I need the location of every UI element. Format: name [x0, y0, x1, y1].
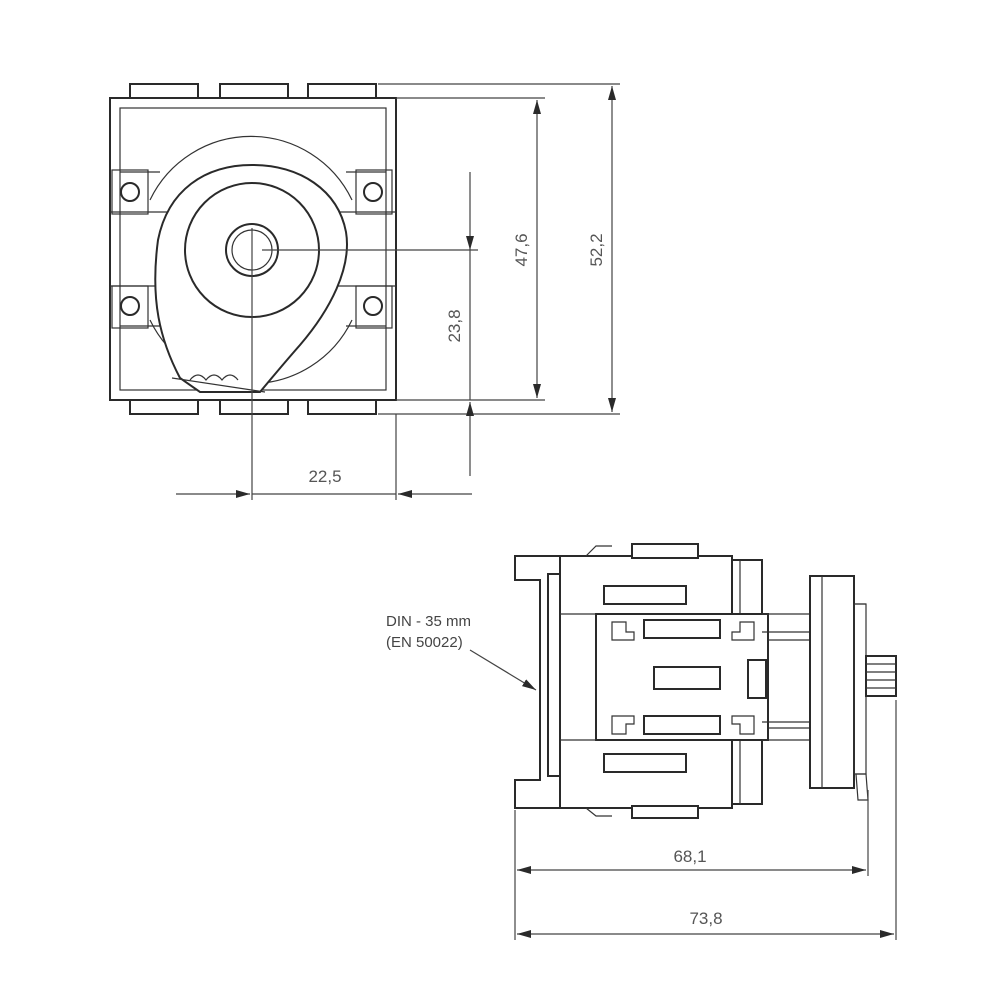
dimension-52-2: 52,2 [587, 86, 616, 412]
side-view [514, 543, 897, 819]
dimension-73-8: 73,8 [517, 909, 894, 938]
front-view-extension-lines [378, 83, 620, 500]
dimension-22-5: 22,5 [176, 467, 472, 498]
dimension-47-6: 47,6 [512, 100, 541, 398]
dimension-label-47-6: 47,6 [512, 233, 531, 266]
front-view [109, 83, 478, 500]
dimension-label-22-5: 22,5 [308, 467, 341, 486]
dimension-label-23-8: 23,8 [445, 309, 464, 342]
dimension-label-73-8: 73,8 [689, 909, 722, 928]
side-view-extension-lines [514, 700, 897, 940]
din-rail-label-line1: DIN - 35 mm [386, 613, 471, 630]
din-rail-label-line2: (EN 50022) [386, 634, 463, 651]
dimension-label-68-1: 68,1 [673, 847, 706, 866]
dimension-68-1: 68,1 [517, 847, 866, 874]
din-rail-note: DIN - 35 mm (EN 50022) [386, 613, 537, 691]
dimension-23-8: 23,8 [445, 172, 474, 476]
dimension-label-52-2: 52,2 [587, 233, 606, 266]
